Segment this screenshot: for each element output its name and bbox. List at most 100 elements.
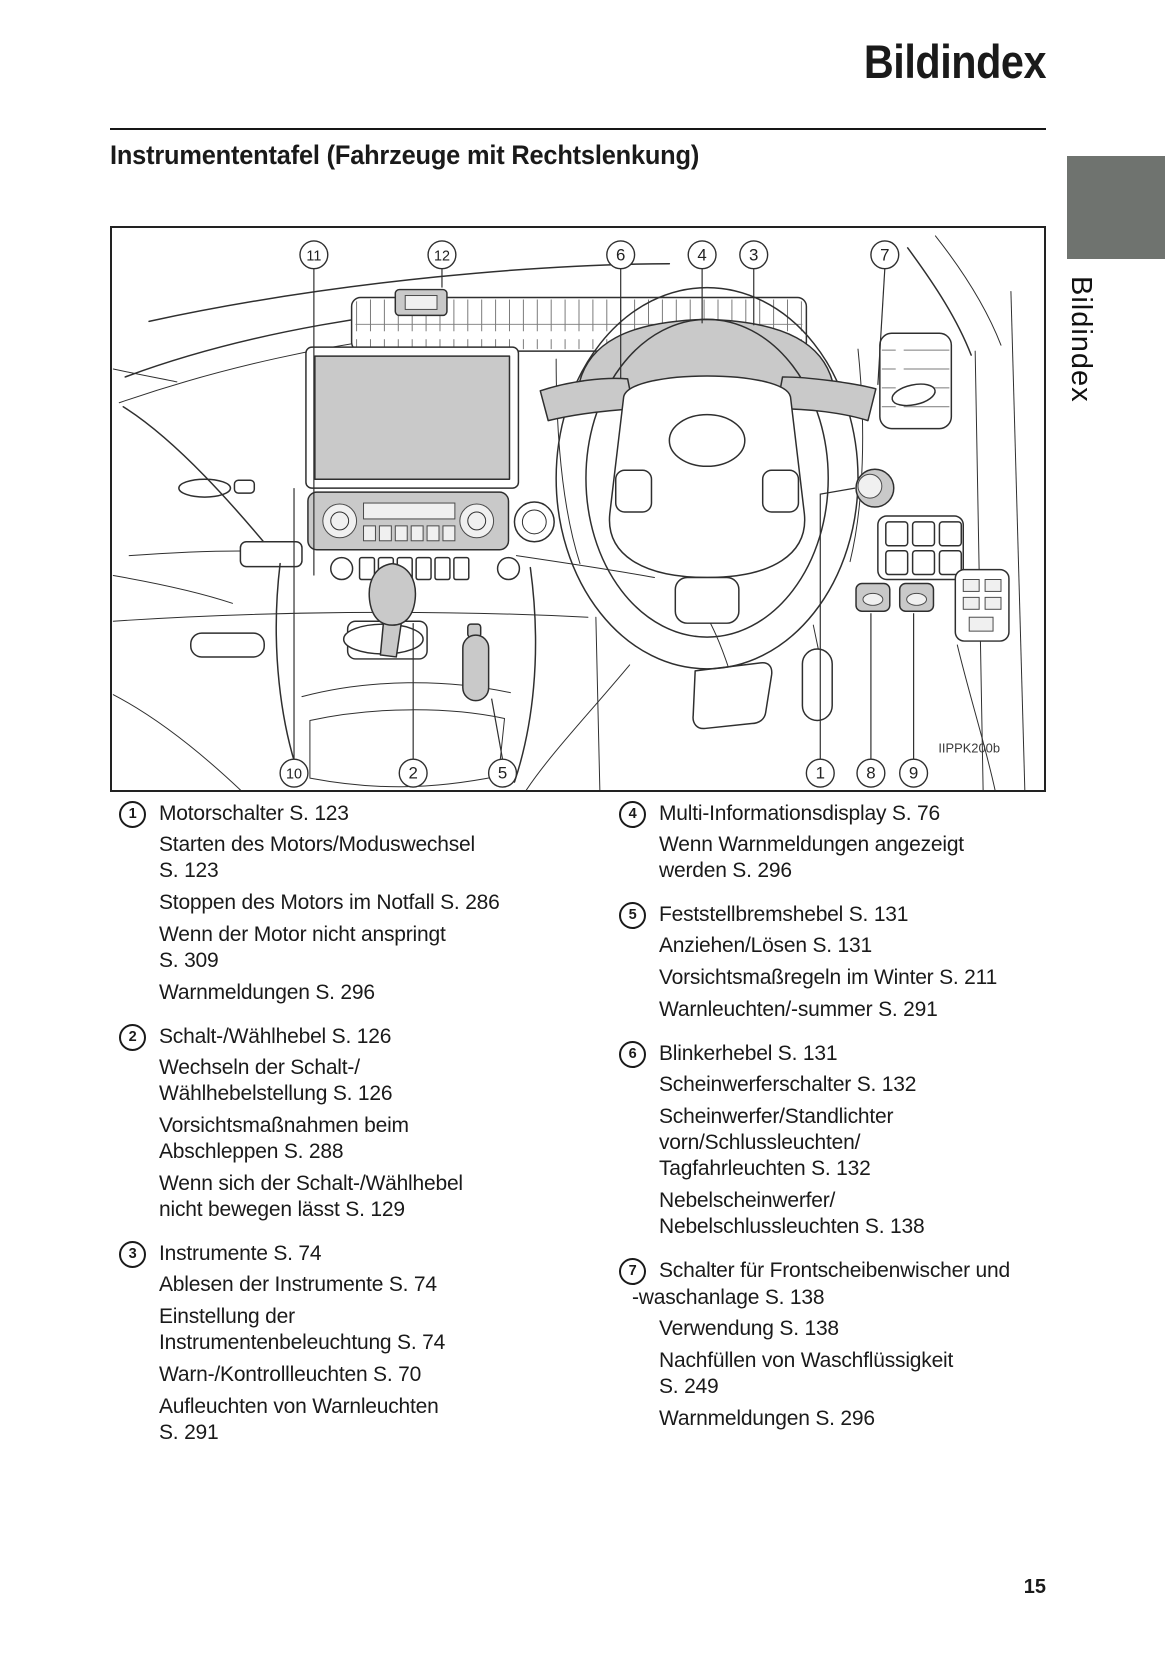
legend-sub-line: Warnmeldungen S. 296 bbox=[659, 1407, 875, 1430]
section-title: Instrumententafel (Fahrzeuge mit Rechtsl… bbox=[110, 140, 700, 170]
right-door bbox=[954, 291, 1026, 790]
legend-sub-line: Einstellung der bbox=[159, 1305, 295, 1328]
legend-sub-item: Wenn sich der Schalt-/Wählhebel nicht bew… bbox=[119, 1171, 599, 1223]
legend-title-line: -waschanlage S. 138 bbox=[632, 1286, 825, 1309]
legend-sub-item: Warnmeldungen S. 296 bbox=[619, 1406, 1059, 1432]
dashboard-illustration: 11 12 6 4 3 7 10 2 5 1 8 9 IIPPK200b bbox=[112, 235, 1026, 790]
legend-sub-line: Verwendung S. 138 bbox=[659, 1317, 839, 1340]
svg-text:7: 7 bbox=[880, 245, 889, 264]
legend-item-3: 3 Instrumente S. 74 Ablesen der Instrument… bbox=[119, 1240, 599, 1446]
callout-layer: 11 12 6 4 3 7 10 2 5 1 8 9 bbox=[279, 240, 929, 788]
callout-number-badge: 1 bbox=[119, 801, 146, 828]
legend-sub-line: Wenn sich der Schalt-/Wählhebel bbox=[159, 1172, 463, 1195]
figure-code: IIPPK200b bbox=[938, 740, 1000, 755]
shift-lever bbox=[342, 562, 428, 660]
svg-text:9: 9 bbox=[909, 764, 918, 783]
legend-sub-item: Ablesen der Instrumente S. 74 bbox=[119, 1272, 599, 1298]
legend-sub-line: Abschleppen S. 288 bbox=[159, 1140, 344, 1163]
callout-12: 12 bbox=[427, 240, 457, 288]
legend-sub-line: Starten des Motors/Moduswechsel bbox=[159, 833, 475, 856]
climate-buttons bbox=[330, 556, 521, 581]
dash-contours bbox=[112, 348, 864, 790]
legend-sub-item: Aufleuchten von Warnleuchten S. 291 bbox=[119, 1394, 599, 1446]
legend-sub-item: Scheinwerferschalter S. 132 bbox=[619, 1072, 1059, 1098]
legend-sub-line: Warnleuchten/-summer S. 291 bbox=[659, 998, 938, 1021]
legend-sub-line: S. 249 bbox=[659, 1375, 719, 1398]
svg-text:10: 10 bbox=[286, 767, 302, 783]
svg-text:11: 11 bbox=[306, 248, 321, 264]
callout-3: 3 bbox=[739, 240, 769, 326]
pedals bbox=[692, 614, 833, 730]
callout-4: 4 bbox=[687, 240, 717, 324]
chapter-side-label: Bildindex bbox=[1065, 276, 1097, 403]
turn-signal-stalk bbox=[539, 377, 635, 422]
legend-sub-item: Warnleuchten/-summer S. 291 bbox=[619, 997, 1059, 1023]
callout-7: 7 bbox=[870, 240, 900, 385]
legend-sub-item: Anziehen/Lösen S. 131 bbox=[619, 933, 1059, 959]
legend-sub-line: nicht bewegen lässt S. 129 bbox=[159, 1198, 405, 1221]
legend-sub-line: Instrumentenbeleuchtung S. 74 bbox=[159, 1331, 446, 1354]
callout-number-badge: 7 bbox=[619, 1258, 646, 1285]
legend-title-line: Schalt-/Wählhebel S. 126 bbox=[159, 1025, 392, 1048]
parking-brake-lever bbox=[462, 623, 490, 702]
legend-sub-item: Wechseln der Schalt-/Wählhebelstellung S… bbox=[119, 1055, 599, 1107]
legend-title-line: Instrumente S. 74 bbox=[159, 1242, 322, 1265]
callout-6: 6 bbox=[606, 240, 636, 379]
left-door bbox=[112, 368, 265, 790]
legend-sub-line: Scheinwerferschalter S. 132 bbox=[659, 1073, 917, 1096]
legend-sub-line: Nachfüllen von Waschflüssigkeit bbox=[659, 1349, 954, 1372]
svg-text:4: 4 bbox=[697, 245, 706, 264]
callout-2: 2 bbox=[398, 623, 428, 788]
touchscreen bbox=[305, 346, 520, 489]
legend-sub-line: Anziehen/Lösen S. 131 bbox=[659, 934, 872, 957]
legend-sub-item: Verwendung S. 138 bbox=[619, 1316, 1059, 1342]
legend-sub-item: Nebelscheinwerfer/Nebelschlussleuchten S… bbox=[619, 1188, 1059, 1240]
svg-text:8: 8 bbox=[866, 764, 875, 783]
callout-number-badge: 3 bbox=[119, 1241, 146, 1268]
svg-text:5: 5 bbox=[498, 764, 507, 783]
svg-text:3: 3 bbox=[749, 245, 758, 264]
callout-10: 10 bbox=[279, 488, 309, 788]
wiper-stalk bbox=[775, 376, 877, 422]
page-title: Bildindex bbox=[863, 35, 1047, 88]
legend-sub-line: Aufleuchten von Warnleuchten bbox=[159, 1395, 439, 1418]
legend-sub-line: Vorsichtsmaßnahmen beim bbox=[159, 1114, 409, 1137]
legend-sub-line: S. 123 bbox=[159, 859, 219, 882]
legend-title-line: Multi-Informationsdisplay S. 76 bbox=[659, 802, 940, 825]
legend-sub-line: werden S. 296 bbox=[659, 859, 792, 882]
legend-sub-line: Warn-/Kontrollleuchten S. 70 bbox=[159, 1363, 422, 1386]
legend-sub-line: Vorsichtsmaßregeln im Winter S. 211 bbox=[659, 966, 998, 989]
legend-column-right: 4 Multi-Informationsdisplay S. 76 Wenn War… bbox=[619, 800, 1059, 1449]
svg-text:6: 6 bbox=[616, 245, 625, 264]
callout-number-badge: 5 bbox=[619, 902, 646, 929]
engine-switch bbox=[855, 468, 895, 508]
legend-item-heading: 1 Motorschalter S. 123 bbox=[119, 800, 599, 828]
legend-sub-line: Wenn Warnmeldungen angezeigt bbox=[659, 833, 964, 856]
legend-sub-line: Warnmeldungen S. 296 bbox=[159, 981, 375, 1004]
steering-wheel bbox=[539, 286, 877, 670]
legend-sub-item: Nachfüllen von Waschflüssigkeit S. 249 bbox=[619, 1348, 1059, 1400]
legend-sub-line: Tagfahrleuchten S. 132 bbox=[659, 1157, 871, 1180]
callout-number-badge: 4 bbox=[619, 801, 646, 828]
legend-title-line: Blinkerhebel S. 131 bbox=[659, 1042, 838, 1065]
legend-item-4: 4 Multi-Informationsdisplay S. 76 Wenn War… bbox=[619, 800, 1059, 884]
legend-title-line: Motorschalter S. 123 bbox=[159, 802, 349, 825]
chapter-tab bbox=[1067, 156, 1165, 259]
legend-item-heading: 3 Instrumente S. 74 bbox=[119, 1240, 599, 1268]
legend-sub-item: Wenn Warnmeldungen angezeigt werden S. 29… bbox=[619, 832, 1059, 884]
callout-number-badge: 2 bbox=[119, 1024, 146, 1051]
audio-unit bbox=[307, 491, 555, 551]
legend-sub-line: S. 291 bbox=[159, 1421, 219, 1444]
svg-text:1: 1 bbox=[816, 764, 825, 783]
callout-11: 11 bbox=[299, 240, 329, 576]
svg-text:12: 12 bbox=[434, 248, 450, 264]
dashboard-figure: 11 12 6 4 3 7 10 2 5 1 8 9 IIPPK200b bbox=[110, 226, 1046, 792]
